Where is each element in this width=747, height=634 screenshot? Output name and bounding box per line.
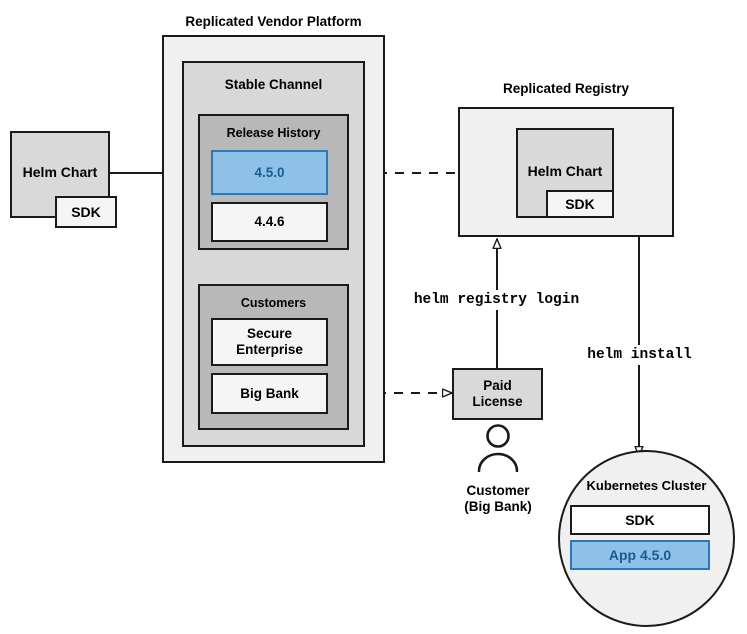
customer-big-bank-box[interactable]: Big Bank [211, 373, 328, 414]
release-history-title: Release History [226, 126, 321, 140]
release-4-5-0-box[interactable]: 4.5.0 [211, 150, 328, 195]
customer-name-text: Customer [466, 483, 530, 498]
kubernetes-cluster-circle [558, 450, 735, 627]
customer-secure-enterprise-label: Secure Enterprise [236, 326, 303, 357]
source-helm-chart-sdk-box: SDK [55, 196, 117, 228]
registry-helm-chart-label: Helm Chart [527, 163, 603, 179]
registry-title: Replicated Registry [502, 81, 630, 96]
cluster-app-box: App 4.5.0 [570, 540, 710, 570]
release-4-4-6-box[interactable]: 4.4.6 [211, 202, 328, 242]
source-helm-chart-sdk-label: SDK [71, 203, 101, 220]
cluster-sdk-label: SDK [625, 511, 655, 528]
paid-license-label: Paid License [472, 378, 523, 409]
stable-channel-title: Stable Channel [224, 77, 323, 92]
cluster-sdk-box: SDK [570, 505, 710, 535]
source-helm-chart-label: Helm Chart [22, 164, 98, 180]
customer-big-bank-label: Big Bank [240, 385, 299, 401]
cluster-app-label: App 4.5.0 [608, 546, 672, 563]
platform-title: Replicated Vendor Platform [185, 14, 362, 29]
kubernetes-cluster-title: Kubernetes Cluster [586, 478, 707, 493]
helm-registry-login-label: helm registry login [393, 290, 600, 310]
customers-title: Customers [240, 296, 307, 310]
customer-secure-enterprise-box[interactable]: Secure Enterprise [211, 318, 328, 366]
customer-person-icon [477, 424, 519, 472]
paid-license-box: Paid License [452, 368, 543, 420]
registry-sdk-label: SDK [565, 195, 595, 212]
customer-org-text: (Big Bank) [464, 499, 532, 515]
release-4-4-6-label: 4.4.6 [254, 214, 285, 230]
registry-sdk-box: SDK [546, 190, 614, 218]
release-4-5-0-label: 4.5.0 [254, 164, 285, 180]
helm-install-label: helm install [570, 345, 709, 365]
customer-name-label: Customer (Big Bank) [438, 483, 558, 515]
